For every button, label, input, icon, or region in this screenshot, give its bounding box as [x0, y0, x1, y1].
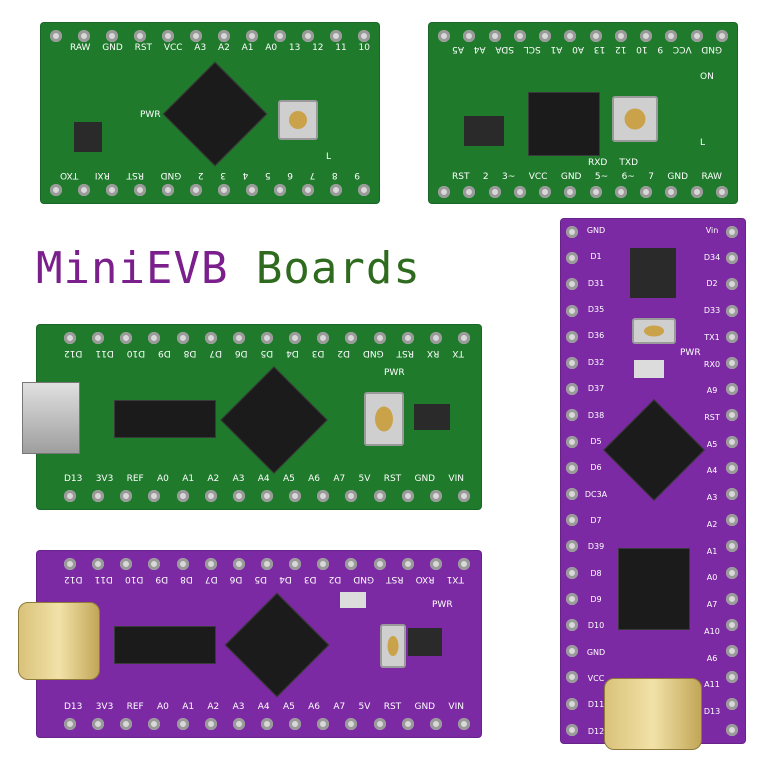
pwr-label: PWR: [140, 110, 161, 120]
pin-row-bottom: [50, 184, 370, 196]
pwr-label: PWR: [680, 348, 701, 358]
pin-row-top: [50, 30, 370, 42]
pin-col-right: [726, 226, 738, 736]
usb-serial-chip: [618, 548, 690, 630]
pwr-label: PWR: [432, 600, 453, 610]
reset-button: [380, 624, 406, 668]
mcu-chip: [528, 92, 600, 156]
reset-button: [612, 96, 658, 142]
regulator: [408, 628, 442, 656]
regulator: [630, 248, 676, 298]
reset-button: [632, 318, 676, 344]
page-title: MiniEVB Boards: [36, 243, 421, 294]
l-label: L: [326, 152, 332, 162]
usb-serial-chip: [114, 626, 216, 664]
mcu-chip: [603, 399, 705, 501]
pin-row-top: [438, 30, 728, 42]
usb-c-connector: [18, 602, 100, 680]
title-part-1: MiniEVB: [36, 243, 229, 294]
pin-row-bottom: [64, 718, 470, 730]
pin-row-top: [64, 332, 470, 344]
pwr-label: PWR: [384, 368, 405, 378]
pin-row-bottom: [64, 490, 470, 502]
mcu-chip: [220, 366, 328, 474]
micro-usb-connector: [22, 382, 80, 454]
regulator: [74, 122, 102, 152]
on-label: ON: [700, 72, 714, 82]
regulator: [464, 116, 504, 146]
crystal: [340, 592, 366, 608]
pin-row-bottom: [438, 186, 728, 198]
pin-col-left: [566, 226, 578, 736]
pin-row-top: [64, 558, 470, 570]
usb-serial-chip: [114, 400, 216, 438]
mcu-chip: [162, 61, 268, 167]
reset-button: [364, 392, 404, 446]
crystal: [634, 360, 664, 378]
l-label: L: [700, 138, 706, 148]
usb-c-connector: [604, 678, 702, 750]
title-part-2: Boards: [228, 243, 421, 294]
regulator: [414, 404, 450, 430]
mcu-chip: [224, 592, 330, 698]
reset-button: [278, 100, 318, 140]
